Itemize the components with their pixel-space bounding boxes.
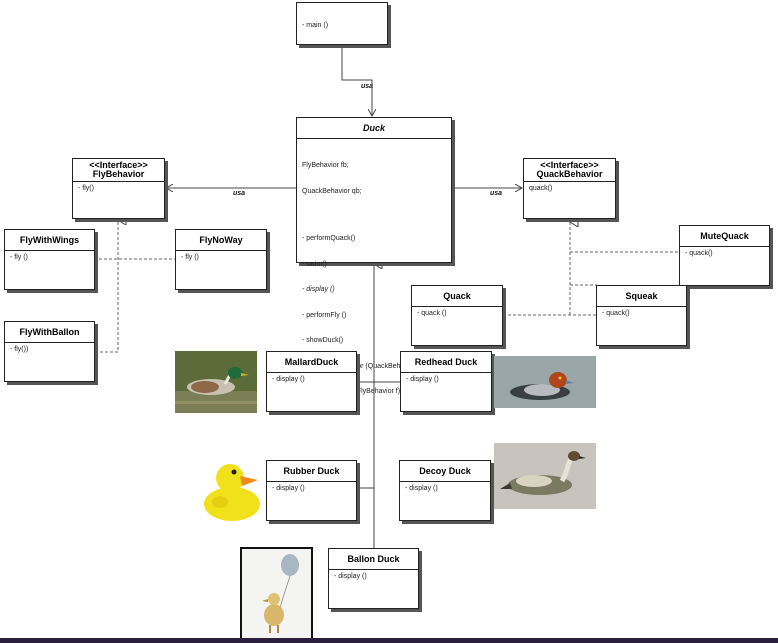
mutequack-title: MuteQuack bbox=[680, 226, 769, 247]
redheadduck-class-box[interactable]: Redhead Duck - display () bbox=[400, 351, 492, 412]
flywithwings-method: - fly () bbox=[10, 254, 28, 261]
quack-class-box[interactable]: Quack - quack () bbox=[411, 285, 503, 346]
redheadduck-title: Redhead Duck bbox=[401, 352, 491, 373]
usa-arrow-main-duck bbox=[341, 44, 372, 116]
mallardduck-class-box[interactable]: MallardDuck - display () bbox=[266, 351, 357, 412]
flynoway-method: - fly () bbox=[181, 254, 199, 261]
usa-label-quack: usa bbox=[490, 190, 503, 197]
quackbehavior-method: quack() bbox=[529, 185, 553, 192]
duck-method: - showDuck() bbox=[302, 337, 344, 344]
flybehavior-method: - fly() bbox=[78, 185, 94, 192]
ballonduck-title: Ballon Duck bbox=[329, 549, 418, 570]
mallardduck-title: MallardDuck bbox=[267, 352, 356, 373]
duck-field: FlyBehavior fb; bbox=[302, 162, 349, 169]
flynoway-title: FlyNoWay bbox=[176, 230, 266, 251]
flybehavior-interface-box[interactable]: <<Interface>> FlyBehavior - fly() bbox=[72, 158, 165, 219]
squeak-title: Squeak bbox=[597, 286, 686, 307]
flywithballon-class-box[interactable]: FlyWithBallon - fly()) bbox=[4, 321, 95, 382]
flynoway-class-box[interactable]: FlyNoWay - fly () bbox=[175, 229, 267, 290]
usa-label-main: usa bbox=[361, 83, 374, 90]
duck-method: - display () bbox=[302, 286, 335, 293]
duck-field: QuackBehavior qb; bbox=[302, 187, 362, 195]
ballonduck-class-box[interactable]: Ballon Duck - display () bbox=[328, 548, 419, 609]
decoyduck-title: Decoy Duck bbox=[400, 461, 490, 482]
rubber-duck-toy bbox=[200, 458, 263, 524]
squeak-method: - quack() bbox=[602, 310, 630, 317]
realize-flybehavior-trunk bbox=[94, 222, 119, 353]
squeak-class-box[interactable]: Squeak - quack() bbox=[596, 285, 687, 346]
flywithwings-class-box[interactable]: FlyWithWings - fly () bbox=[4, 229, 95, 290]
main-class-box[interactable]: - main () bbox=[296, 2, 388, 45]
mallard-duck-photo bbox=[175, 351, 257, 413]
usa-label-fly: usa bbox=[233, 190, 246, 197]
decoyduck-method: - display () bbox=[405, 485, 438, 492]
quackbehavior-stereotype: <<Interface>> bbox=[540, 160, 599, 170]
duck-method: - performFly () bbox=[302, 311, 347, 319]
quackbehavior-interface-box[interactable]: <<Interface>> QuackBehavior quack() bbox=[523, 158, 616, 219]
flybehavior-stereotype: <<Interface>> bbox=[89, 160, 148, 170]
quack-method: - quack () bbox=[417, 310, 447, 317]
mutequack-method: - quack() bbox=[685, 250, 713, 257]
quackbehavior-title: QuackBehavior bbox=[536, 169, 603, 179]
rubberduck-title: Rubber Duck bbox=[267, 461, 356, 482]
flywithballon-method: - fly()) bbox=[10, 346, 29, 353]
window-bottom-edge bbox=[0, 638, 778, 643]
duck-method: - swim() bbox=[302, 260, 327, 268]
quack-title: Quack bbox=[412, 286, 502, 307]
flywithwings-title: FlyWithWings bbox=[5, 230, 94, 251]
flywithballon-title: FlyWithBallon bbox=[5, 322, 94, 343]
decoy-duck-carving bbox=[494, 443, 596, 509]
duck-method: - performQuack() bbox=[302, 235, 356, 242]
rubberduck-method: - display () bbox=[272, 485, 305, 492]
balloon-duckling-photo bbox=[240, 547, 313, 640]
redheadduck-method: - display () bbox=[406, 376, 439, 383]
flybehavior-title: FlyBehavior bbox=[92, 169, 145, 179]
mutequack-class-box[interactable]: MuteQuack - quack() bbox=[679, 225, 770, 286]
main-method: - main () bbox=[302, 22, 329, 29]
decoyduck-class-box[interactable]: Decoy Duck - display () bbox=[399, 460, 491, 521]
duck-class-box[interactable]: Duck FlyBehavior fb; QuackBehavior qb; -… bbox=[296, 117, 452, 395]
duck-title: Duck bbox=[297, 118, 451, 139]
rubberduck-class-box[interactable]: Rubber Duck - display () bbox=[266, 460, 357, 521]
redhead-duck-photo bbox=[494, 356, 596, 408]
mallardduck-method: - display () bbox=[272, 376, 305, 383]
ballonduck-method: - display () bbox=[334, 573, 367, 580]
